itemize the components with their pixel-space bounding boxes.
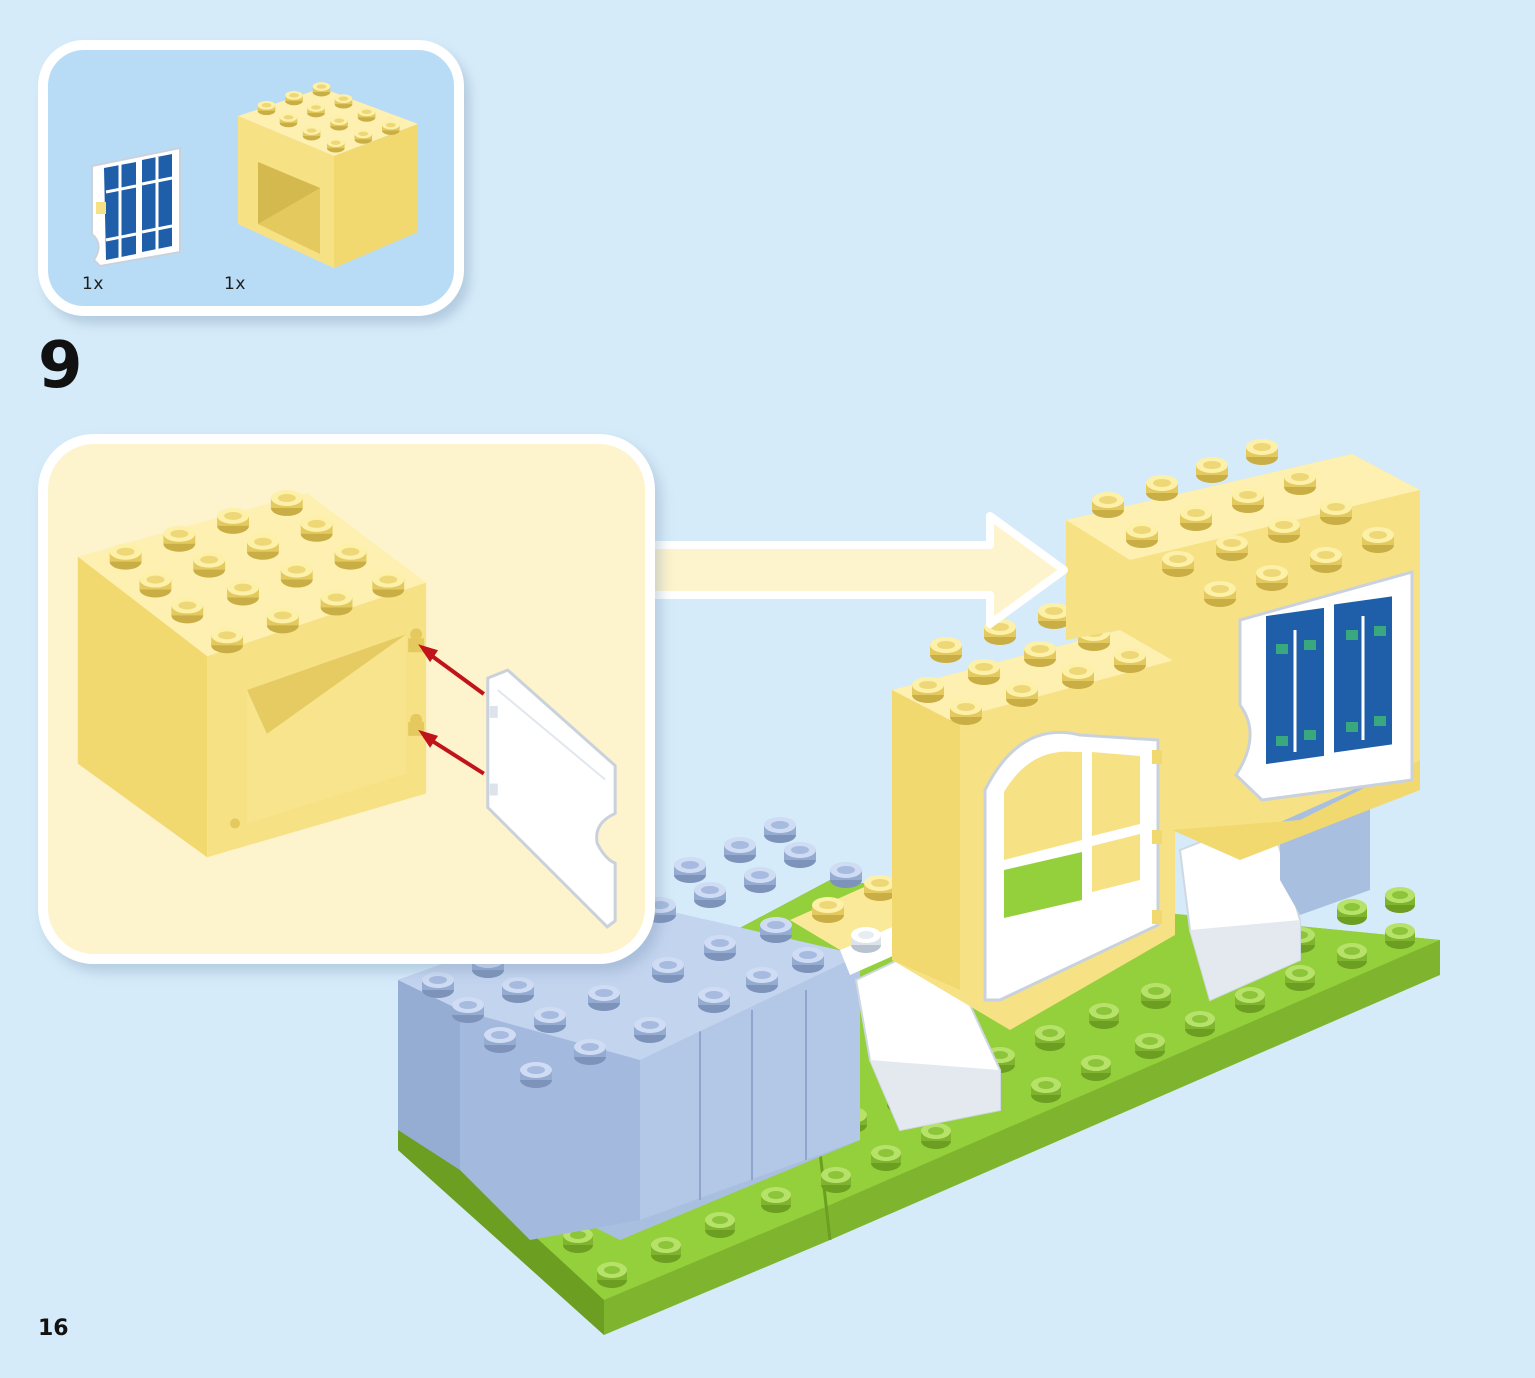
window-panel-qty: 1x [82,274,104,294]
window-panel-part [91,146,181,268]
page-number: 16 [38,1316,69,1341]
yellow-house-block-part [238,82,418,268]
step-number: 9 [38,329,83,403]
house-block-qty: 1x [224,274,246,294]
sub-assembly-callout [38,434,655,964]
callout-illustration [77,490,617,929]
parts-list-box: 1x 1x [38,40,464,316]
